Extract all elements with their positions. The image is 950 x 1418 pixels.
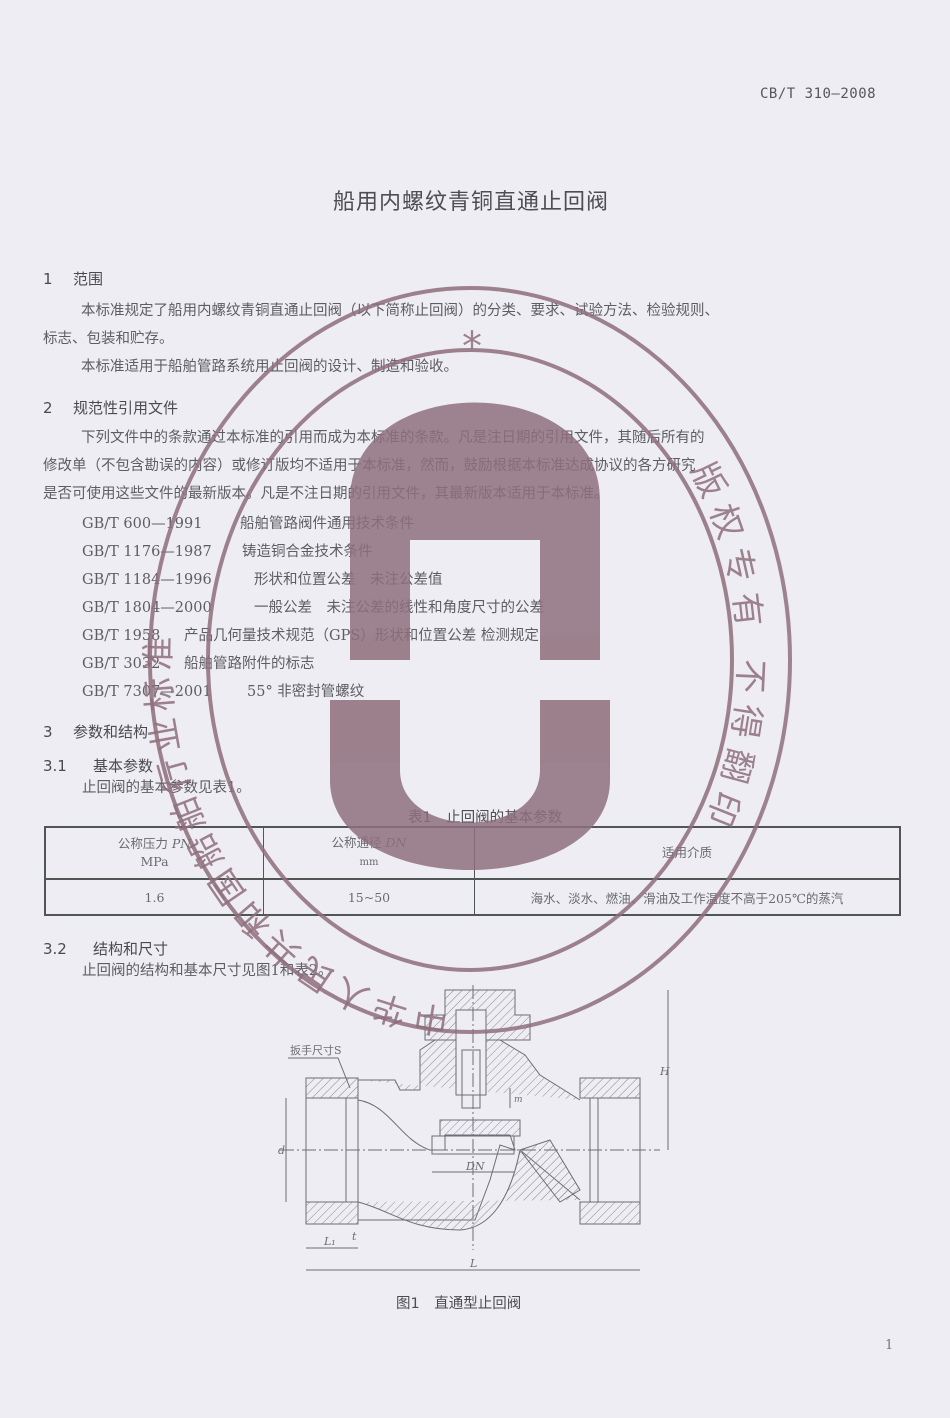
cell-pressure: 1.6 (44, 878, 264, 916)
reference-item: GB/T 1804—2000 一般公差 未注公差的线性和角度尺寸的公差 (82, 596, 544, 617)
reference-code: GB/T 3032 (82, 656, 161, 672)
table-1-caption: 表1 止回阀的基本参数 (407, 810, 563, 826)
section-title: 规范性引用文件 (73, 399, 179, 417)
section-number: 1 (43, 270, 53, 288)
paragraph: 本标准适用于船舶管路系统用止回阀的设计、制造和验收。 (81, 359, 458, 375)
section-3-1-text: 止回阀的基本参数见表1。 (82, 780, 251, 796)
reference-item: GB/T 600—1991 船舶管路阀件通用技术条件 (82, 512, 414, 533)
reference-code: GB/T 1176—1987 (82, 544, 212, 560)
page-number: 1 (885, 1338, 894, 1353)
dim-L1-label: L₁ (323, 1235, 336, 1248)
dim-L-label: L (469, 1257, 477, 1270)
dim-t-label: t (352, 1230, 357, 1243)
reference-title: 船舶管路附件的标志 (184, 656, 315, 672)
section-number: 2 (43, 399, 53, 417)
table-header-row: 公称压力 PN MPa 公称通径 DN mm 适用介质 (44, 826, 901, 880)
reference-code: GB/T 1958 (82, 628, 161, 644)
section-number: 3.1 (43, 757, 67, 775)
reference-code: GB/T 600—1991 (82, 516, 203, 532)
reference-title: 形状和位置公差 未注公差值 (254, 572, 443, 588)
paragraph: 是否可使用这些文件的最新版本。凡是不注日期的引用文件，其最新版本适用于本标准。 (43, 486, 609, 502)
header-applicable-medium: 适用介质 (474, 826, 901, 880)
section-title: 基本参数 (93, 757, 154, 775)
section-2-heading: 2 规范性引用文件 (43, 397, 178, 418)
table-row: 1.6 15~50 海水、淡水、燃油、滑油及工作温度不高于205℃的蒸汽 (44, 878, 901, 916)
dim-H-label: H (659, 1065, 670, 1078)
section-title: 参数和结构 (73, 723, 149, 741)
section-3-heading: 3 参数和结构 (43, 721, 148, 742)
table-1-basic-parameters: 公称压力 PN MPa 公称通径 DN mm 适用介质 1.6 15~50 海水… (44, 826, 901, 916)
header-label: 公称压力 (117, 836, 168, 851)
reference-title: 铸造铜合金技术条件 (242, 544, 373, 560)
header-symbol: DN (385, 835, 407, 850)
section-3-2-heading: 3.2 结构和尺寸 (43, 938, 168, 959)
reference-title: 55° 非密封管螺纹 (247, 684, 365, 700)
header-unit: MPa (140, 854, 169, 869)
section-number: 3 (43, 723, 53, 741)
valve-cross-section-drawing: 扳手尺寸S d H m DN L L₁ t (278, 985, 670, 1271)
paragraph: 修改单（不包含勘误的内容）或修订版均不适用于本标准，然而，鼓励根据本标准达成协议… (43, 458, 696, 474)
wrench-size-label: 扳手尺寸S (290, 1043, 342, 1057)
standard-code: CB/T 310—2008 (760, 86, 877, 102)
dim-d-label: d (278, 1144, 285, 1157)
paragraph: 下列文件中的条款通过本标准的引用而成为本标准的条款。凡是注日期的引用文件，其随后… (81, 430, 705, 446)
section-number: 3.2 (43, 940, 67, 958)
reference-title: 一般公差 未注公差的线性和角度尺寸的公差 (254, 600, 544, 616)
cell-diameter: 15~50 (263, 878, 475, 916)
section-1-heading: 1 范围 (43, 268, 103, 289)
header-symbol: PN (171, 836, 192, 851)
dim-m-label: m (514, 1095, 523, 1105)
section-title: 结构和尺寸 (93, 940, 169, 958)
section-1-body: 本标准规定了船用内螺纹青铜直通止回阀（以下简称止回阀）的分类、要求、试验方法、检… (43, 297, 905, 381)
reference-item: GB/T 1176—1987 铸造铜合金技术条件 (82, 540, 373, 561)
section-3-1-heading: 3.1 基本参数 (43, 755, 153, 776)
header-nominal-diameter: 公称通径 DN mm (263, 826, 475, 880)
cell-medium: 海水、淡水、燃油、滑油及工作温度不高于205℃的蒸汽 (474, 878, 901, 916)
reference-item: GB/T 1184—1996 形状和位置公差 未注公差值 (82, 568, 443, 589)
header-label: 公称通径 (331, 835, 382, 850)
header-nominal-pressure: 公称压力 PN MPa (44, 826, 264, 880)
reference-title: 船舶管路阀件通用技术条件 (240, 516, 414, 532)
reference-code: GB/T 7307—2001 (82, 684, 212, 700)
section-2-body: 下列文件中的条款通过本标准的引用而成为本标准的条款。凡是注日期的引用文件，其随后… (43, 424, 905, 508)
reference-code: GB/T 1184—1996 (82, 572, 212, 588)
reference-code: GB/T 1804—2000 (82, 600, 212, 616)
figure-1-caption: 图1 直通型止回阀 (396, 1296, 522, 1312)
dim-DN-label: DN (465, 1160, 485, 1173)
section-title: 范围 (73, 270, 104, 288)
paragraph: 本标准规定了船用内螺纹青铜直通止回阀（以下简称止回阀）的分类、要求、试验方法、检… (81, 303, 719, 319)
document-title: 船用内螺纹青铜直通止回阀 (332, 190, 609, 215)
reference-title: 产品几何量技术规范（GPS）形状和位置公差 检测规定 (184, 628, 539, 644)
header-unit: mm (359, 857, 379, 868)
reference-item: GB/T 7307—2001 55° 非密封管螺纹 (82, 680, 364, 701)
paragraph: 标志、包装和贮存。 (43, 331, 174, 347)
reference-item: GB/T 1958 产品几何量技术规范（GPS）形状和位置公差 检测规定 (82, 624, 539, 645)
reference-item: GB/T 3032 船舶管路附件的标志 (82, 652, 315, 673)
